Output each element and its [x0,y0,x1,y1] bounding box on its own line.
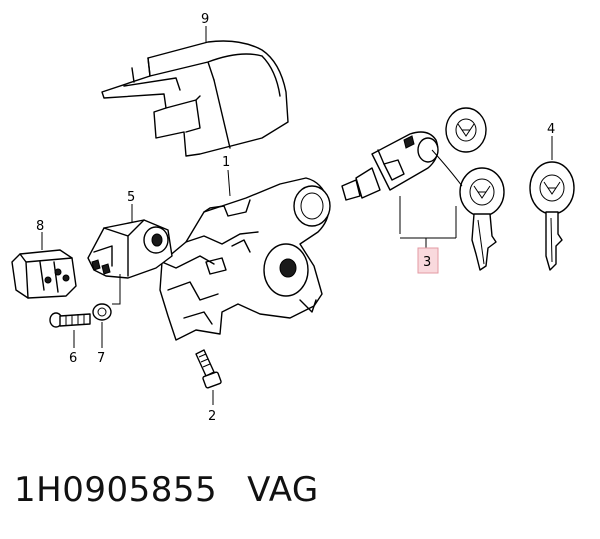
callout-1: 1 [222,155,230,170]
part-7-washer [92,303,112,321]
part-8-connector [11,249,77,299]
callout-4: 4 [547,122,555,137]
leader-1 [227,169,231,197]
callout-7: 7 [97,351,105,366]
part-number: 1H0905855 [14,470,218,510]
part-3-lock-cylinder [341,131,439,201]
part-6-bolt [49,312,91,328]
part-5-ignition-switch [87,219,173,279]
callout-3: 3 [423,255,431,270]
part-1-lock-housing [159,177,331,341]
callout-6: 6 [69,351,77,366]
leader-5-tail [112,274,121,305]
bracket-3 [399,196,457,250]
part-number-caption: 1H0905855 VAG [14,470,319,514]
key-with-ring [431,107,505,271]
callout-2: 2 [208,409,216,424]
part-2-screw [195,349,222,389]
callout-9: 9 [201,12,209,27]
part-9-cover [101,40,289,157]
callout-8: 8 [36,219,44,234]
callout-5: 5 [127,190,135,205]
part-4-key [529,161,575,271]
callout-3-highlight [417,247,439,274]
exploded-parts-diagram: 9 1 2 5 [11,12,575,424]
brand-name: VAG [247,470,319,510]
